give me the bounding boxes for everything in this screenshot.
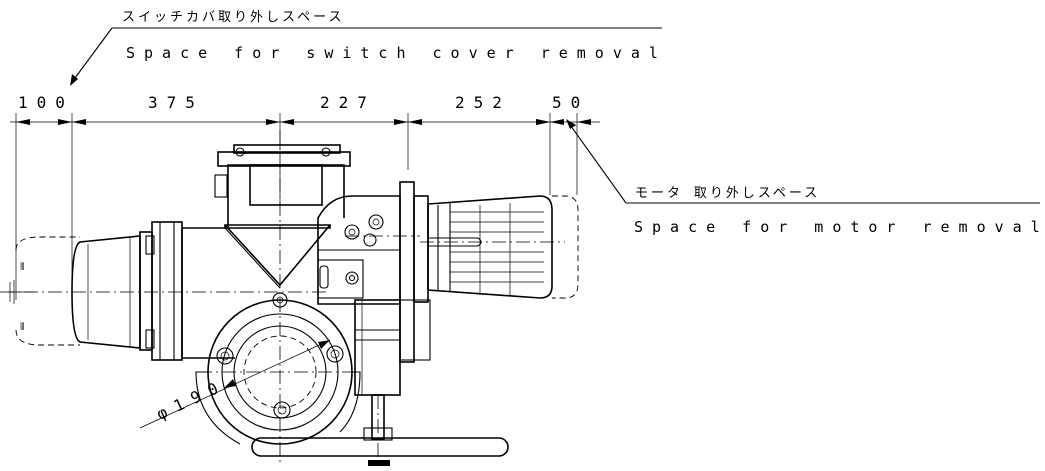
motor <box>427 195 553 299</box>
center-lines <box>0 130 565 462</box>
switch-cover <box>71 221 183 361</box>
motor-annotation: モータ 取り外しスペース Space for motor removal <box>566 119 1045 236</box>
dim-diameter: φ190 <box>154 375 230 424</box>
dim-50: 50 <box>552 93 589 112</box>
dim-252: 252 <box>455 93 511 112</box>
handwheel <box>251 394 509 466</box>
switch-cover-label-en: Space for switch cover removal <box>126 44 667 62</box>
motor-label-jp: モータ 取り外しスペース <box>635 186 820 201</box>
dim-375: 375 <box>148 93 204 112</box>
dim-100: 100 <box>18 93 74 112</box>
motor-removal-space <box>552 195 579 299</box>
motor-leader <box>567 121 627 204</box>
switch-cover-leader <box>71 27 113 83</box>
output-flange <box>195 292 361 445</box>
motor-label-en: Space for motor removal <box>634 218 1045 236</box>
dim-227: 227 <box>320 93 376 112</box>
switch-cover-space: ⦀ ⦀ <box>8 236 80 346</box>
svg-text:⦀: ⦀ <box>20 262 24 273</box>
svg-text:⦀: ⦀ <box>20 322 24 333</box>
dimension-chain: 100 375 227 252 50 <box>10 93 600 300</box>
actuator-body <box>181 144 482 396</box>
switch-cover-annotation: スイッチカバ取り外しスペース Space for switch cover re… <box>70 10 667 86</box>
switch-cover-label-jp: スイッチカバ取り外しスペース <box>122 10 344 25</box>
diameter-callout: φ190 <box>139 339 331 429</box>
